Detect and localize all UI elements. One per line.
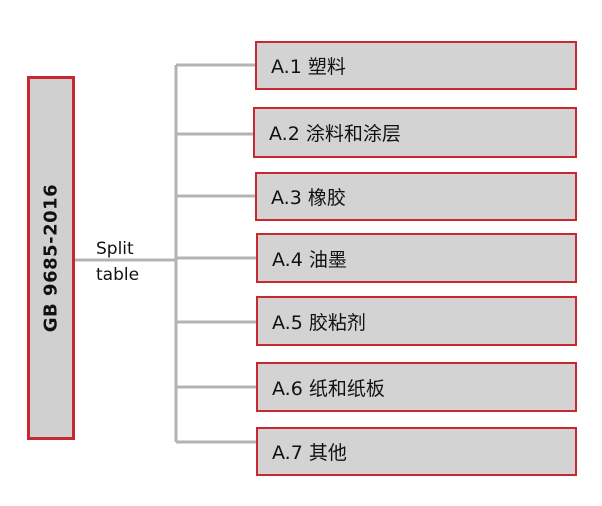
leaf-node-a1: A.1 塑料 — [255, 41, 577, 90]
leaf-node-a6: A.6 纸和纸板 — [256, 362, 577, 412]
leaf-node-a7: A.7 其他 — [256, 427, 577, 476]
root-node: GB 9685-2016 — [27, 76, 75, 440]
leaf-node-a4: A.4 油墨 — [256, 233, 577, 283]
leaf-node-a3: A.3 橡胶 — [255, 172, 577, 221]
split-table-label: Split table — [96, 236, 166, 288]
split-label-line-1: Split — [96, 239, 134, 259]
leaf-node-a2: A.2 涂料和涂层 — [253, 107, 577, 158]
root-node-label: GB 9685-2016 — [40, 183, 62, 333]
leaf-node-a5: A.5 胶粘剂 — [256, 296, 577, 346]
split-label-line-2: table — [96, 265, 140, 285]
